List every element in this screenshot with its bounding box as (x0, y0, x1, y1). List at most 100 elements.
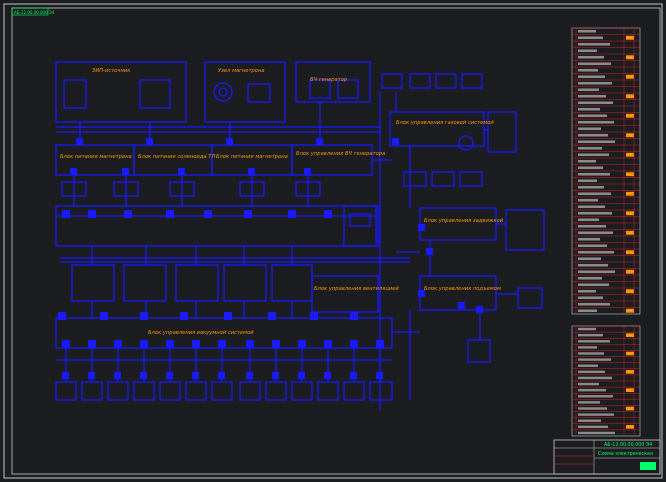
table-cell-mark (626, 133, 634, 138)
table-cell-text (578, 250, 614, 254)
table-cell-text (578, 185, 604, 189)
corner-stamp-text: АБ-12.00.00.000 Э4 (14, 10, 55, 15)
table-cell-text (578, 172, 610, 176)
table-cell-mark (626, 308, 634, 313)
table-cell-text (578, 382, 599, 386)
table-cell-text (578, 283, 609, 287)
inner-frame (11, 7, 661, 475)
label-psu-magnetron-1: Блок питания магнетрона (60, 154, 132, 160)
table-cell-text (578, 388, 606, 392)
table-cell-text (578, 159, 596, 163)
table-cell-text (578, 237, 600, 241)
table-cell-text (578, 114, 607, 118)
table-cell-text (578, 407, 607, 410)
table-cell-text (578, 133, 608, 137)
table-cell-text (578, 198, 598, 202)
table-cell-text (578, 340, 610, 343)
table-cell-text (578, 140, 615, 144)
table-cell-text (578, 276, 602, 280)
table-cell-text (578, 257, 601, 261)
table-cell-text (578, 107, 600, 111)
table-cell-text (578, 120, 614, 124)
table-cell-mark (626, 370, 634, 374)
table-cell-text (578, 395, 613, 398)
table-cell-text (578, 302, 610, 306)
table-cell-text (578, 231, 613, 235)
title-code: АБ-12.00.00.000 Э4 (604, 442, 652, 448)
label-lift-control: Блок управления подъемом (424, 286, 501, 292)
table-cell-mark (626, 113, 634, 118)
title-block: АБ-12.00.00.000 Э4 Схема электрическая (553, 439, 661, 475)
table-cell-text (578, 376, 612, 380)
table-cell-text (578, 263, 608, 267)
label-vacuum-control: Блок управления вакуумной системой (148, 330, 254, 336)
table-cell-text (578, 218, 599, 222)
table-cell-mark (626, 191, 634, 196)
label-gas-control: Блок управления газовой системой (396, 120, 494, 126)
table-cell-text (578, 364, 598, 367)
table-cell-text (578, 88, 599, 92)
title-name: Схема электрическая (598, 451, 653, 457)
table-cell-text (578, 81, 612, 85)
table-cell-mark (626, 230, 634, 235)
table-cell-text (578, 413, 614, 416)
table-cell-text (578, 179, 597, 183)
parts-list-upper (571, 27, 641, 315)
table-cell-text (578, 146, 602, 150)
table-cell-text (578, 94, 606, 98)
outer-frame (3, 3, 663, 479)
table-cell-text (578, 270, 615, 274)
table-cell-text (578, 49, 597, 53)
table-cell-text (578, 358, 611, 361)
corner-stamp-box (11, 7, 49, 16)
table-cell-mark (626, 35, 634, 40)
table-cell-text (578, 75, 605, 79)
label-source: ЗИП-источник (92, 68, 131, 74)
table-cell-text (578, 101, 613, 105)
wires (55, 61, 545, 410)
table-cell-mark (626, 94, 634, 99)
table-cell-mark (626, 333, 634, 337)
label-fan-control: Блок управления вентиляцией (314, 286, 399, 292)
table-cell-mark (626, 250, 634, 255)
table-cell-text (578, 224, 606, 228)
table-cell-text (578, 29, 596, 33)
label-valve-control: Блок управления задвижкой (424, 218, 504, 224)
label-psu-solenoid: Блок питания соленоида ТЛ (138, 154, 215, 160)
parts-list-lower (571, 325, 641, 437)
table-cell-mark (626, 74, 634, 79)
table-cell-text (578, 68, 598, 72)
table-cell-mark (626, 269, 634, 274)
table-cell-text (578, 127, 601, 131)
table-cell-text (578, 333, 603, 337)
table-cell-mark (626, 55, 634, 60)
label-psu-magnetron-2: Блок питания магнетрона (216, 154, 288, 160)
table-cell-mark (626, 406, 634, 411)
table-cell-mark (626, 289, 634, 294)
table-cell-text (578, 346, 597, 349)
table-cell-text (578, 370, 605, 374)
label-hf-control: Блок управления ВЧ генератора (296, 151, 385, 157)
table-cell-text (578, 192, 611, 196)
table-cell-text (578, 244, 607, 248)
table-cell-text (578, 42, 610, 46)
table-cell-text (578, 425, 608, 429)
table-cell-mark (626, 152, 634, 157)
table-cell-mark (626, 351, 634, 356)
table-cell-mark (626, 388, 634, 392)
table-cell-text (578, 36, 603, 40)
table-cell-text (578, 62, 611, 66)
table-cell-text (578, 309, 597, 313)
table-cell-text (578, 166, 603, 170)
label-magnetron-node: Узел магнетрона (218, 68, 265, 74)
table-cell-text (578, 205, 605, 209)
table-cell-text (578, 55, 604, 59)
table-cell-text (578, 419, 601, 422)
table-cell-text (578, 296, 603, 300)
table-cell-text (578, 327, 596, 331)
table-cell-text (578, 211, 612, 215)
connector-nodes (58, 138, 483, 379)
table-cell-mark (626, 172, 634, 177)
table-cell-mark (626, 425, 634, 429)
